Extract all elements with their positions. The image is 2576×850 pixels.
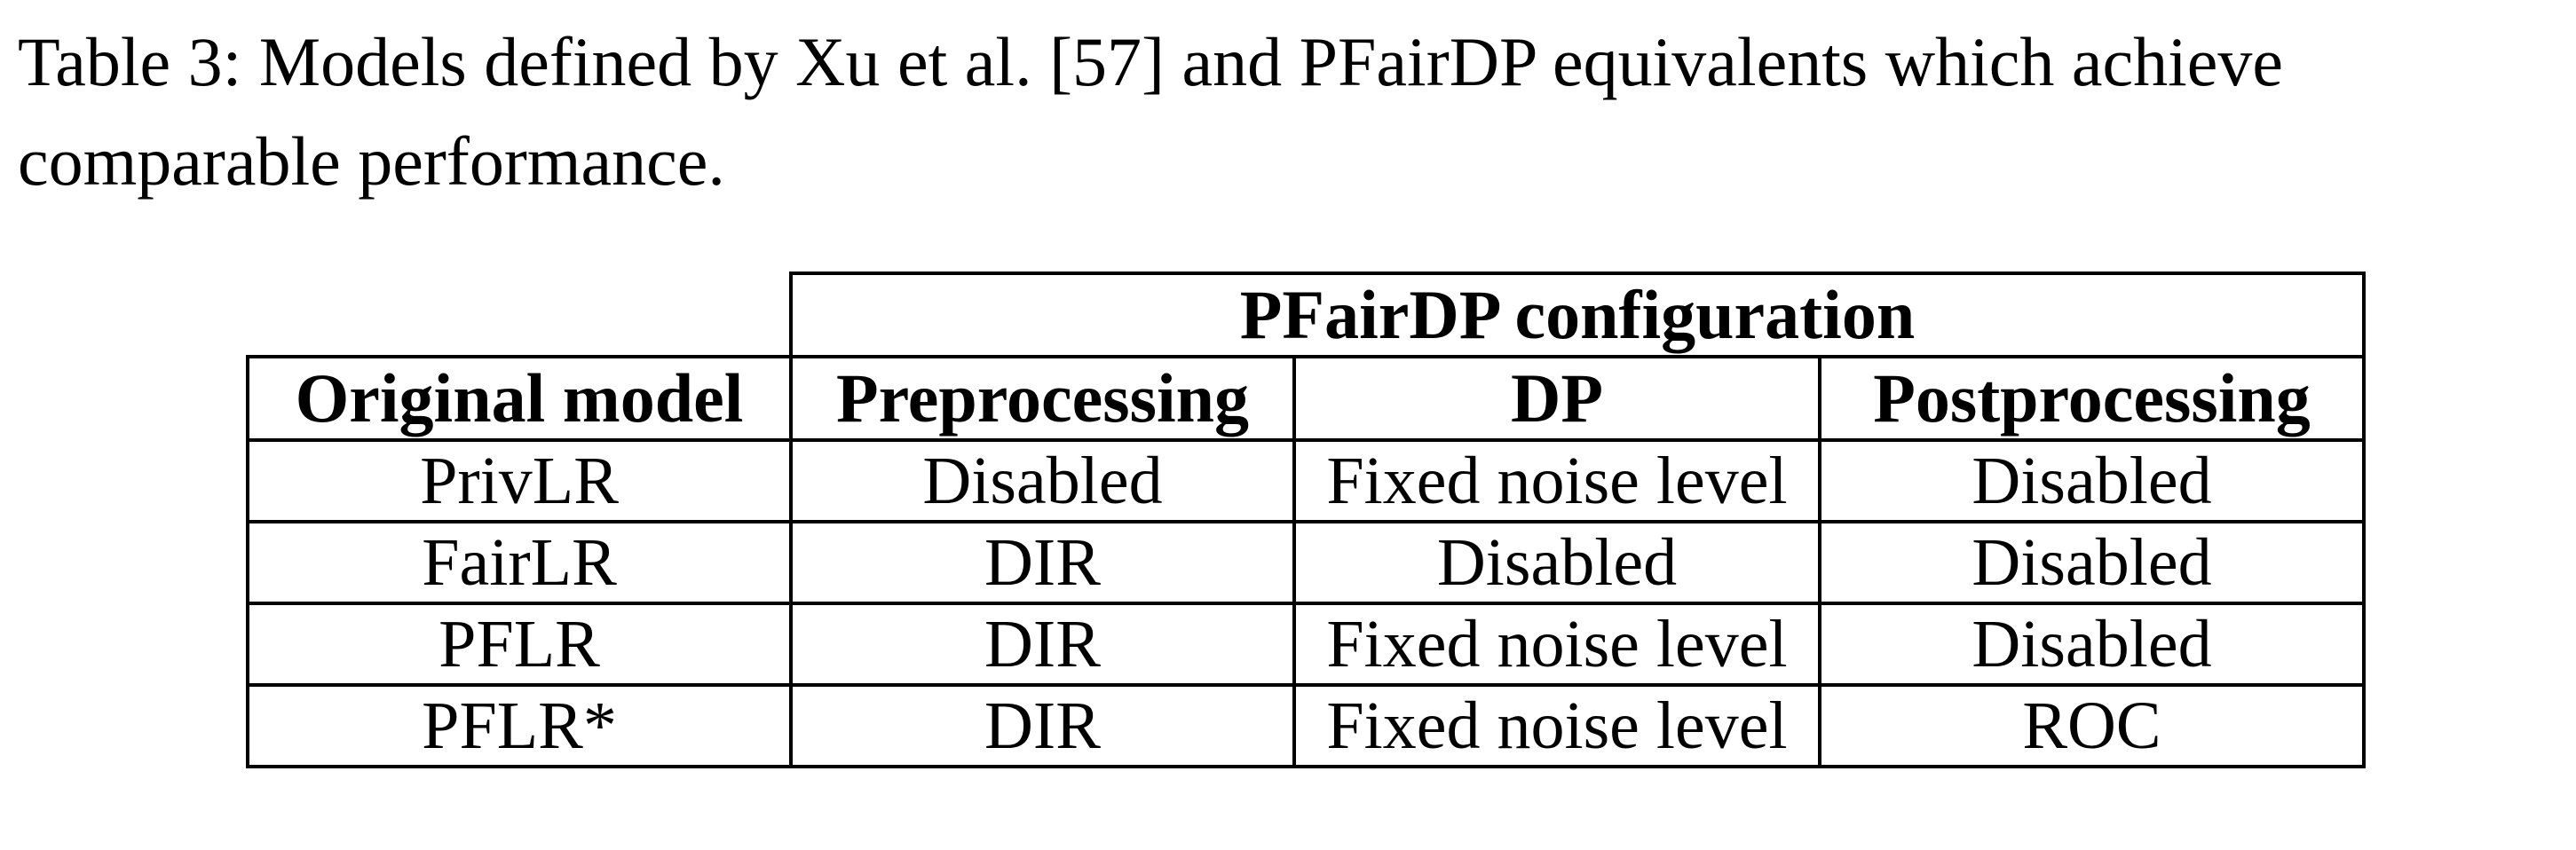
table-cell: Disabled [1818, 438, 2366, 523]
table-caption: Table 3: Models defined by Xu et al. [57… [18, 12, 2283, 211]
caption-line-2: comparable performance. [18, 122, 725, 200]
table-cell: PFLR [246, 602, 793, 687]
table-cell: ROC [1818, 683, 2366, 768]
header-cell-original-model: Original model [246, 355, 793, 442]
corner-empty-cell [248, 273, 791, 357]
table-cell: Disabled [1292, 520, 1821, 605]
table-cell: Disabled [789, 438, 1296, 523]
table-cell: DIR [789, 683, 1296, 768]
group-header-row: PFairDP configuration [248, 272, 2366, 358]
table-cell: PFLR* [246, 683, 793, 768]
header-cell-dp: DP [1292, 355, 1821, 442]
table-cell: Disabled [1818, 520, 2366, 605]
header-cell-preprocessing: Preprocessing [789, 355, 1296, 442]
table-row-pflr-star: PFLR* DIR Fixed noise level ROC [246, 683, 2366, 768]
table-cell: PrivLR [246, 438, 793, 523]
pfairdp-configuration-header: PFairDP configuration [789, 272, 2366, 358]
column-header-row: Original model Preprocessing DP Postproc… [246, 355, 2366, 442]
table-cell: FairLR [246, 520, 793, 605]
table-cell: DIR [789, 520, 1296, 605]
table-cell: Fixed noise level [1292, 602, 1821, 687]
table-cell: Disabled [1818, 602, 2366, 687]
table-cell: Fixed noise level [1292, 683, 1821, 768]
caption-line-1: Table 3: Models defined by Xu et al. [57… [18, 23, 2283, 100]
models-table: PFairDP configuration Original model Pre… [246, 272, 2366, 768]
table-row-privlr: PrivLR Disabled Fixed noise level Disabl… [246, 438, 2366, 523]
header-cell-postprocessing: Postprocessing [1818, 355, 2366, 442]
table-row-pflr: PFLR DIR Fixed noise level Disabled [246, 602, 2366, 687]
table-cell: DIR [789, 602, 1296, 687]
table-row-fairlr: FairLR DIR Disabled Disabled [246, 520, 2366, 605]
table-cell: Fixed noise level [1292, 438, 1821, 523]
